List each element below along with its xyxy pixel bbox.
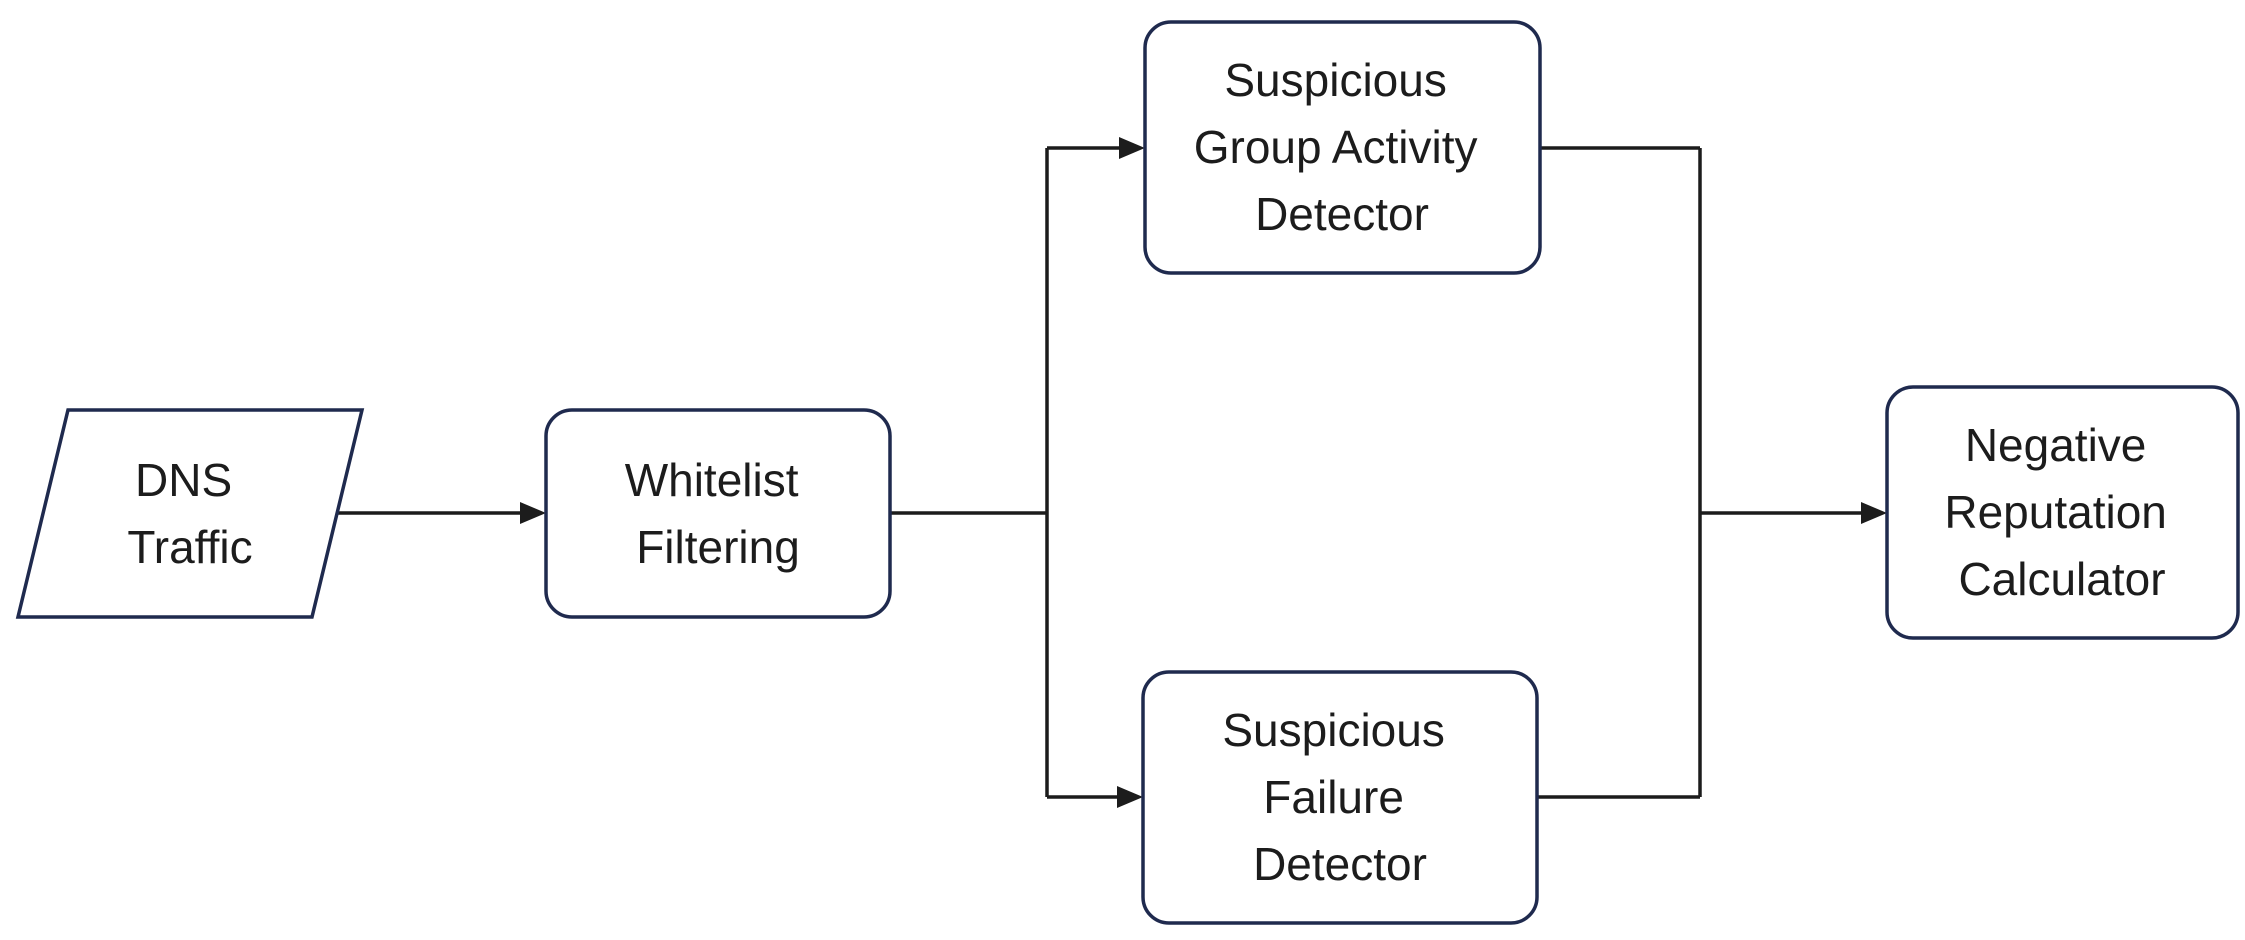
edges — [338, 137, 1887, 808]
node-suspicious-failure-detector: Suspicious Failure Detector — [1141, 670, 1539, 925]
node-suspicious-group-activity-detector: Suspicious Group Activity Detector — [1143, 20, 1542, 275]
suspicious-failure-detector-label: Suspicious Failure Detector — [1222, 704, 1457, 890]
arrowhead-into-reputation — [1861, 502, 1887, 524]
arrowhead-into-group-detector — [1119, 137, 1145, 159]
node-negative-reputation-calculator: Negative Reputation Calculator — [1885, 385, 2240, 640]
whitelist-filtering-box — [544, 408, 892, 619]
negative-reputation-calculator-box — [1885, 385, 2240, 640]
dns-traffic-parallelogram — [15, 408, 365, 619]
node-whitelist-filtering: Whitelist Filtering — [544, 408, 892, 619]
suspicious-group-activity-detector-label: Suspicious Group Activity Detector — [1194, 54, 1491, 240]
suspicious-group-activity-detector-box — [1143, 20, 1542, 275]
node-dns-traffic: DNS Traffic — [15, 408, 365, 619]
arrowhead-into-whitelist — [520, 502, 546, 524]
dns-traffic-label: DNS Traffic — [127, 454, 252, 573]
whitelist-filtering-label: Whitelist Filtering — [625, 454, 812, 573]
suspicious-failure-detector-box — [1141, 670, 1539, 925]
negative-reputation-calculator-label: Negative Reputation Calculator — [1944, 419, 2179, 605]
arrowhead-into-failure-detector — [1117, 786, 1143, 808]
